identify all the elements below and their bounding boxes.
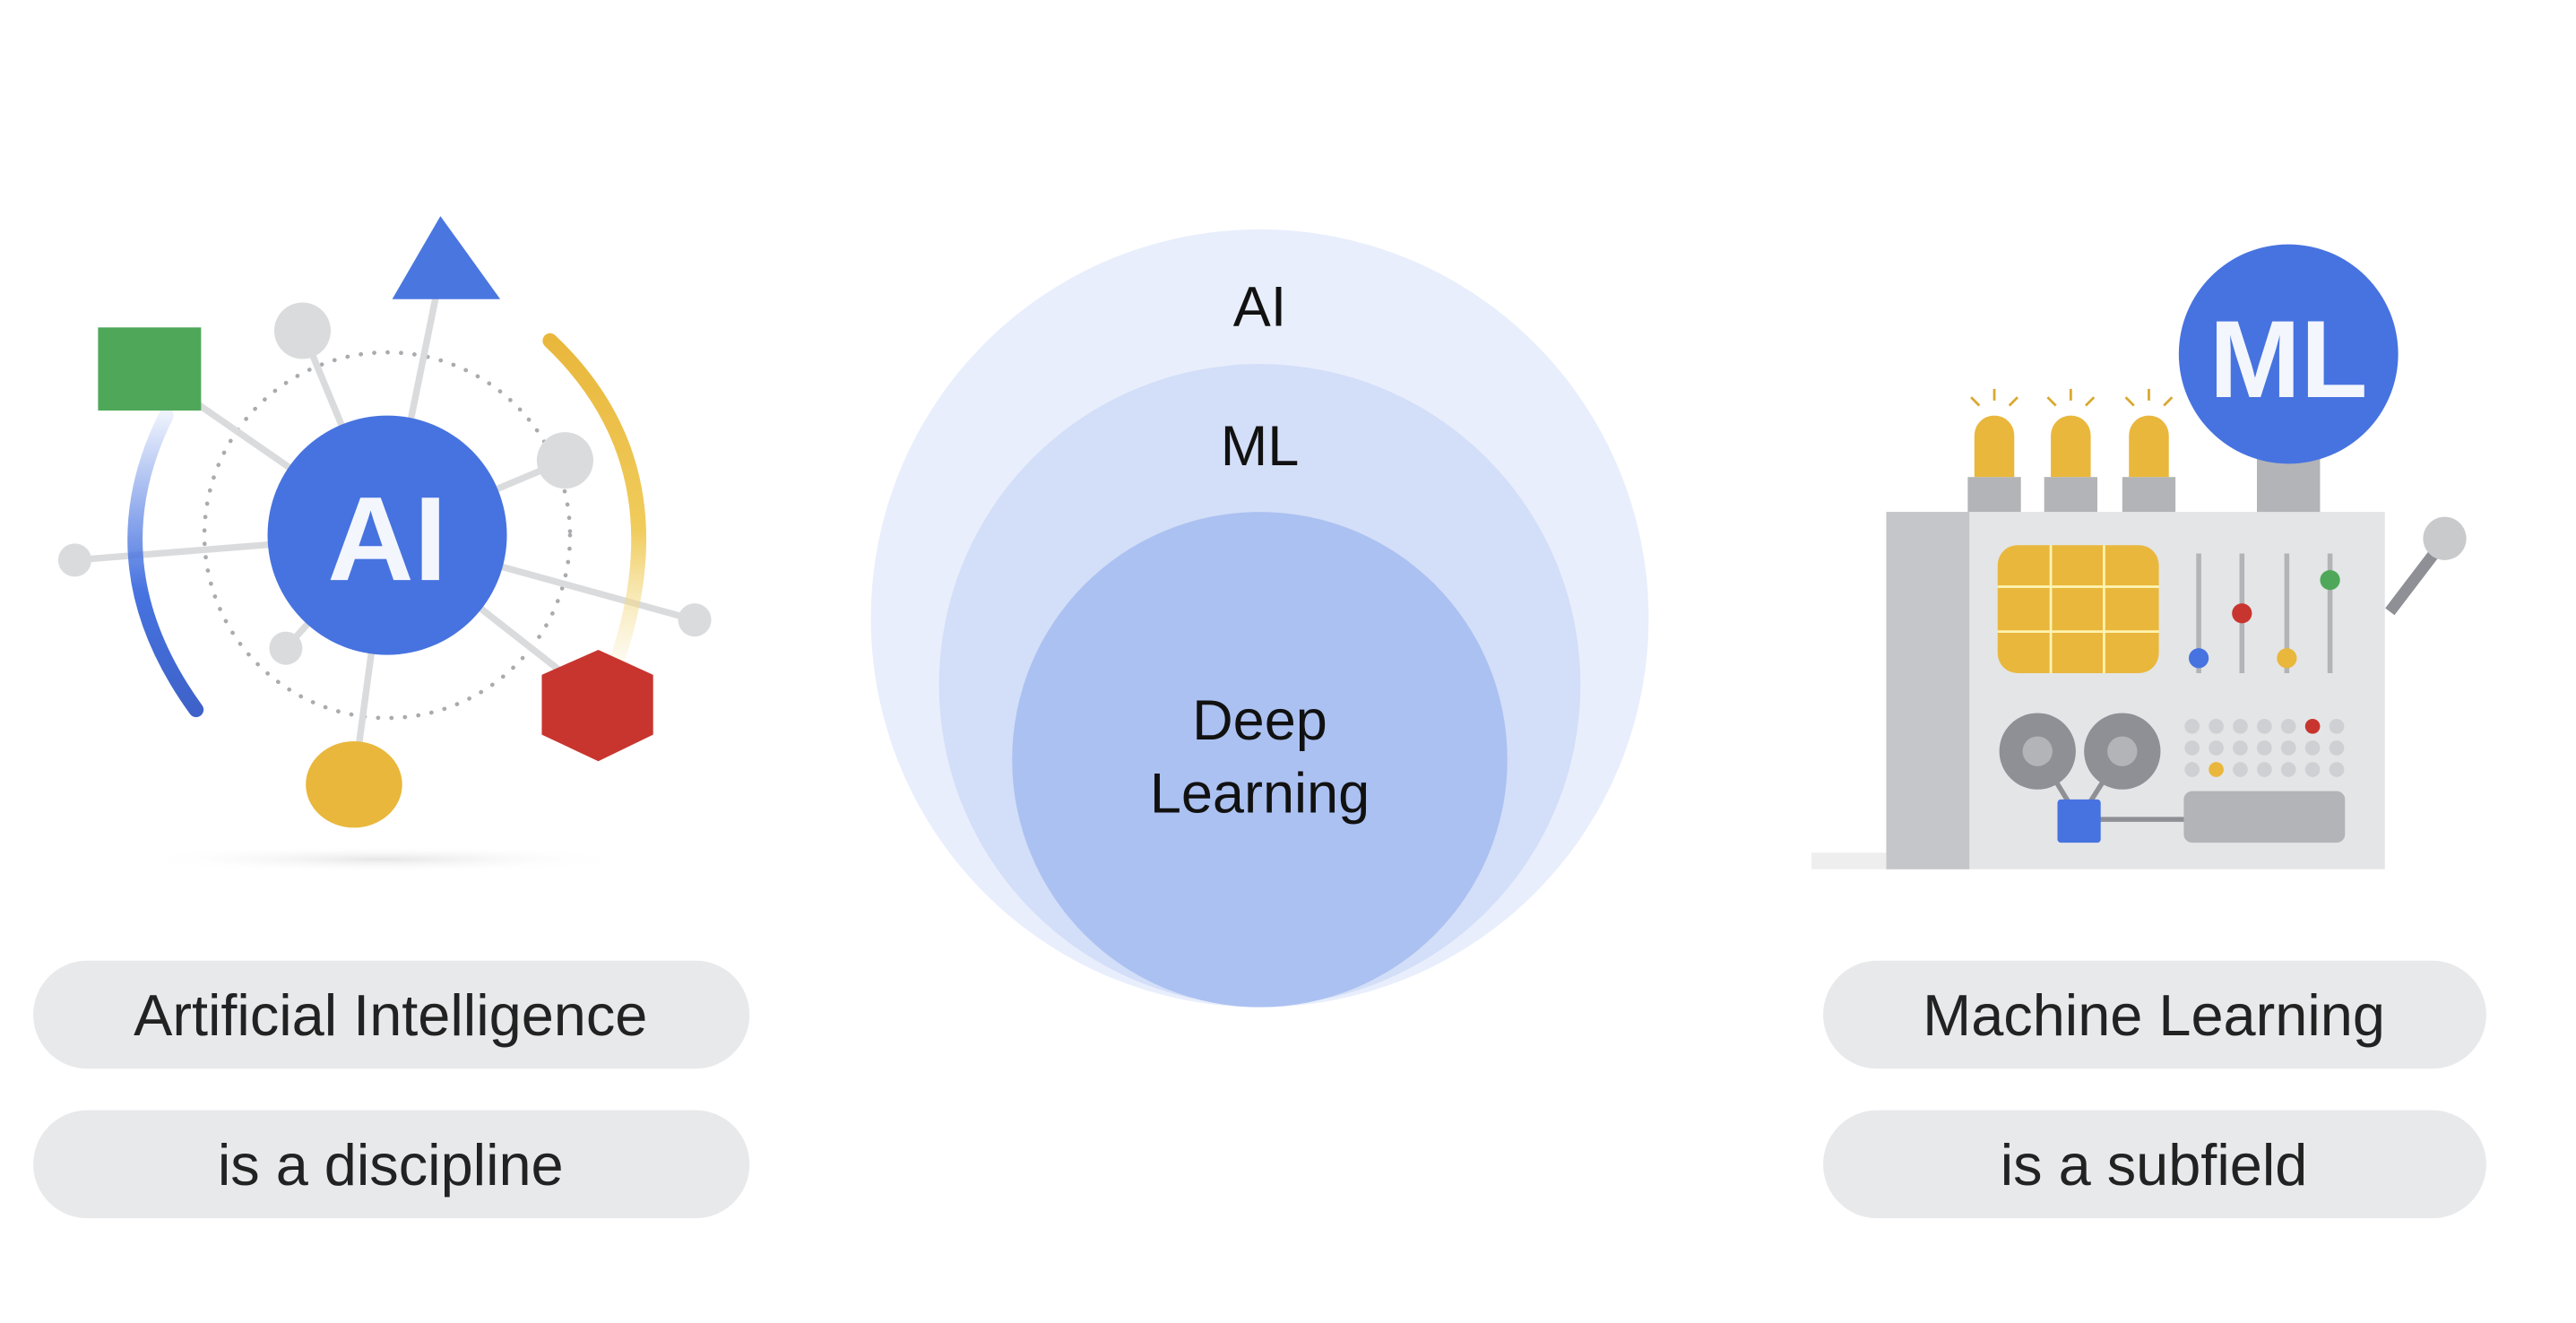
ml-illustration: ML xyxy=(1811,244,2467,869)
caption-text: Machine Learning xyxy=(1923,982,2385,1048)
caption-text: is a discipline xyxy=(218,1132,564,1198)
badge-stand xyxy=(2256,456,2321,515)
venn-diagram: AI ML Deep Learning xyxy=(870,229,1649,1007)
indicator-dot-icon xyxy=(2233,718,2248,734)
bulb-icon xyxy=(2122,388,2176,513)
lever-knob-icon xyxy=(2423,516,2467,560)
indicator-dot-icon xyxy=(2304,762,2321,777)
ml-badge-label: ML xyxy=(2209,298,2368,420)
left-captions: Artificial Intelligence is a discipline xyxy=(33,960,750,1219)
indicator-dot-icon xyxy=(2209,762,2224,777)
ground-shadow xyxy=(1811,852,1895,869)
yellow-circle-icon xyxy=(306,741,402,828)
indicator-dot-icon xyxy=(2256,762,2272,777)
indicator-dot-icon xyxy=(2184,718,2200,734)
indicator-dot-icon xyxy=(2256,718,2272,734)
gray-node-icon xyxy=(269,631,303,665)
slider-knob-icon xyxy=(2232,603,2252,624)
blue-triangle-icon xyxy=(392,216,501,299)
caption-text: is a subfield xyxy=(2001,1132,2308,1198)
venn-dl-circle xyxy=(1012,512,1508,1007)
indicator-dot-icon xyxy=(2233,740,2248,756)
indicator-dot-icon xyxy=(2209,740,2224,756)
gray-node-icon xyxy=(536,432,593,489)
bulb-icon xyxy=(2044,388,2097,513)
ai-illustration: AI xyxy=(57,216,712,873)
ground-shadow xyxy=(133,845,632,873)
caption-pill xyxy=(33,960,750,1069)
indicator-dots xyxy=(2184,718,2345,777)
caption-pill xyxy=(1823,960,2486,1069)
ml-badge xyxy=(2178,244,2399,464)
chip-grid-icon xyxy=(1997,545,2159,673)
indicator-dot-icon xyxy=(2329,740,2345,756)
yellow-arc xyxy=(542,333,646,664)
bulb-icon xyxy=(1967,388,2021,513)
indicator-dot-icon xyxy=(2304,718,2321,734)
venn-ai-label: AI xyxy=(1233,275,1287,338)
venn-dl-label-line2: Learning xyxy=(1150,763,1370,826)
indicator-dot-icon xyxy=(2233,762,2248,777)
indicator-dot-icon xyxy=(2304,740,2321,756)
right-captions: Machine Learning is a subfield xyxy=(1823,960,2486,1219)
gray-node-icon xyxy=(678,603,712,637)
red-hexagon-icon xyxy=(541,650,653,762)
indicator-dot-icon xyxy=(2280,762,2296,777)
indicator-dot-icon xyxy=(2184,762,2200,777)
indicator-dot-icon xyxy=(2329,762,2345,777)
bulbs xyxy=(1967,388,2176,513)
slider-knob-icon xyxy=(2320,570,2340,591)
ai-badge xyxy=(267,415,507,655)
venn-ml-label: ML xyxy=(1221,415,1300,478)
green-square-icon xyxy=(98,327,202,411)
indicator-dot-icon xyxy=(2280,740,2296,756)
gray-node-icon xyxy=(57,543,91,577)
display-panel xyxy=(2183,791,2346,843)
caption-pill xyxy=(1823,1110,2486,1219)
gray-node-icon xyxy=(273,302,331,359)
machine-side xyxy=(1886,512,1970,869)
slider-knob-icon xyxy=(2277,648,2297,669)
tape-reels-icon xyxy=(1999,713,2194,843)
dotted-orbit xyxy=(202,350,573,721)
indicator-dot-icon xyxy=(2184,740,2200,756)
indicator-dot-icon xyxy=(2280,718,2296,734)
indicator-dot-icon xyxy=(2256,740,2272,756)
slider-knob-icon xyxy=(2188,648,2209,669)
ai-badge-label: AI xyxy=(327,472,447,606)
venn-dl-label-line1: Deep xyxy=(1192,689,1327,752)
caption-pill xyxy=(33,1110,750,1219)
caption-text: Artificial Intelligence xyxy=(134,982,647,1048)
blue-arc xyxy=(127,408,204,718)
indicator-dot-icon xyxy=(2329,718,2345,734)
indicator-dot-icon xyxy=(2209,718,2224,734)
